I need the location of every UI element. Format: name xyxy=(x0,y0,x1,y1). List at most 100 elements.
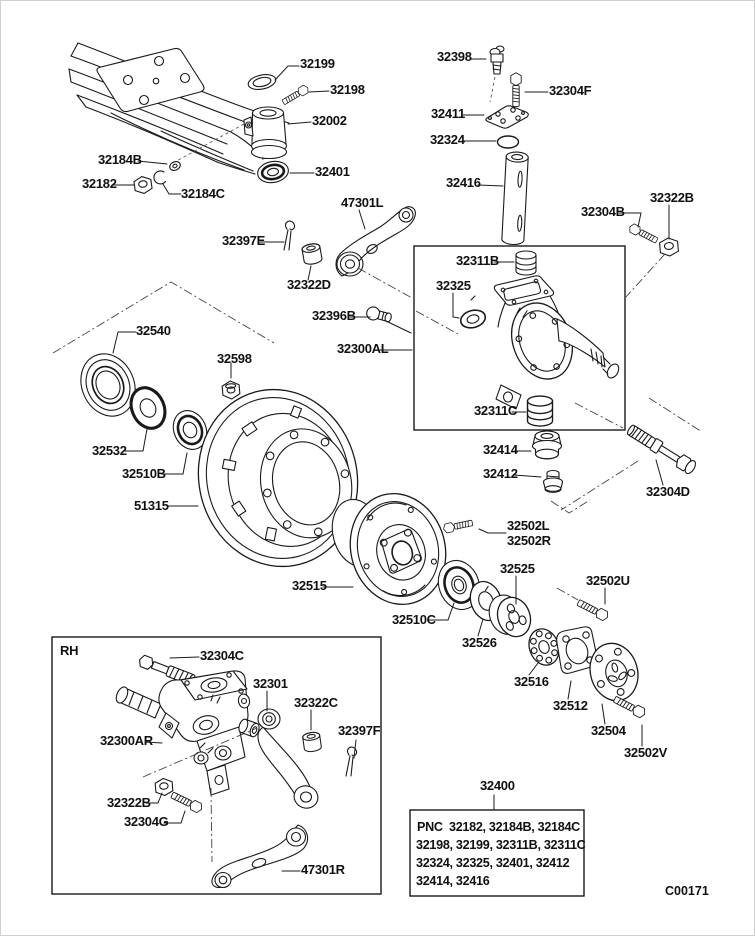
part-32416-tube xyxy=(501,151,529,246)
part-callout: 32504 xyxy=(591,723,626,738)
pnc-numbers-line: 32198, 32199, 32311B, 32311C xyxy=(416,838,586,852)
rh-box-label: RH xyxy=(60,643,79,658)
part-callout: 32322B xyxy=(650,190,694,205)
part-callout: 32411 xyxy=(431,106,465,121)
part-callout: 32396B xyxy=(312,308,356,323)
part-32516-bearing-cage xyxy=(528,628,560,666)
part-callout: 32510C xyxy=(392,612,436,627)
part-32515-backing-plate xyxy=(349,492,447,606)
part-callout: 32182 xyxy=(82,176,117,191)
part-callout: 32324 xyxy=(430,132,465,147)
part-32322D-nut xyxy=(300,242,324,266)
pnc-key-label: PNC xyxy=(417,820,443,834)
part-callout: 51315 xyxy=(134,498,169,513)
part-callout: 32304C xyxy=(200,648,244,663)
part-callout: 32525 xyxy=(500,561,535,576)
part-32322C-nut xyxy=(301,730,323,754)
rh-assembly-box xyxy=(51,636,382,895)
part-callout: 32412 xyxy=(483,466,518,481)
part-32502V-bolt xyxy=(611,694,648,720)
frame-crossmember xyxy=(68,42,290,175)
part-callout: 32311C xyxy=(474,403,518,418)
part-32300AR-steering-gear xyxy=(115,670,251,796)
part-callout: 32304B xyxy=(581,204,625,219)
part-callout: 32184C xyxy=(181,186,225,201)
part-callout: 47301R xyxy=(301,862,345,877)
part-32304B-bolt xyxy=(627,222,660,246)
part-32502L-stud xyxy=(442,517,474,534)
part-47301L-knuckle-arm xyxy=(335,206,416,277)
part-callout: 32304G xyxy=(124,814,169,829)
part-callout: 32184B xyxy=(98,152,142,167)
part-32324-o-ring xyxy=(496,135,520,149)
part-32504-flange xyxy=(589,642,639,702)
part-callout: 32304F xyxy=(549,83,592,98)
part-callout: 32322B xyxy=(107,795,151,810)
part-32304F-bolt xyxy=(510,72,522,107)
part-callout: 47301L xyxy=(341,195,384,210)
part-callout: 32502R xyxy=(507,533,551,548)
part-32311B-cap xyxy=(515,250,537,276)
part-callout: 32502U xyxy=(586,573,630,588)
part-32199-washer xyxy=(247,74,277,90)
part-32414-seal xyxy=(531,430,563,460)
part-callout: 32398 xyxy=(437,49,472,64)
knuckle-assembly-box xyxy=(413,245,626,431)
pnc-numbers-line: 32324, 32325, 32401, 32412 xyxy=(416,856,570,870)
part-callout: 32414 xyxy=(483,442,518,457)
part-32401-seal xyxy=(257,160,289,184)
part-47301R-knuckle-arm xyxy=(211,824,309,889)
part-32412-plug xyxy=(542,469,564,493)
part-32322B-nut xyxy=(659,237,679,257)
part-callout: 32512 xyxy=(553,698,588,713)
assembly-number-label: 32400 xyxy=(480,778,515,793)
part-callout: 32304D xyxy=(646,484,690,499)
part-51315-brake-drum xyxy=(197,388,359,568)
part-32301-pitman-arm xyxy=(238,708,319,809)
part-32325-ring xyxy=(459,309,487,329)
part-32532-washer xyxy=(129,386,167,430)
part-32398-breather xyxy=(489,45,505,75)
part-callout: 32598 xyxy=(217,351,252,366)
part-callout: 32526 xyxy=(462,635,497,650)
part-32411-plate xyxy=(485,105,529,129)
part-callout: 32502L xyxy=(507,518,550,533)
part-32598-nut xyxy=(221,380,241,400)
part-32540-seal xyxy=(80,353,136,417)
pnc-numbers-line: 32414, 32416 xyxy=(416,874,490,888)
part-32525-lock-cage xyxy=(488,594,532,638)
part-callout: 32516 xyxy=(514,674,549,689)
part-callout: 32199 xyxy=(300,56,335,71)
figure-code: C00171 xyxy=(665,884,709,898)
part-callout: 32397E xyxy=(222,233,266,248)
part-callout: 32198 xyxy=(330,82,365,97)
pnc-numbers-line: 32182, 32184B, 32184C xyxy=(449,820,580,834)
part-callout: 32325 xyxy=(436,278,471,293)
part-32198-bolt xyxy=(280,83,311,107)
part-callout: 32322C xyxy=(294,695,338,710)
leader-lines xyxy=(112,58,670,872)
part-32184C-snap-ring xyxy=(153,170,167,185)
part-callout: 32397F xyxy=(338,723,381,738)
part-32396B-grease-fitting xyxy=(366,306,392,323)
part-32510B-bearing xyxy=(172,410,208,450)
part-callout: 32300AL xyxy=(337,341,389,356)
part-32397E-cotter-pin xyxy=(283,220,296,251)
part-callout: 32322D xyxy=(287,277,331,292)
part-32304G-bolt xyxy=(169,789,205,815)
part-callout: 32300AR xyxy=(100,733,153,748)
part-32311C-cap xyxy=(526,395,554,427)
part-callout: 32515 xyxy=(292,578,327,593)
part-32184B-washer xyxy=(169,160,181,172)
part-callout: 32401 xyxy=(315,164,350,179)
part-callout: 32532 xyxy=(92,443,127,458)
part-callout: 32510B xyxy=(122,466,166,481)
part-callout: 32311B xyxy=(456,253,500,268)
part-callout: 32301 xyxy=(253,676,288,691)
part-callout: 32502V xyxy=(624,745,668,760)
part-32304D-bolt xyxy=(626,424,697,475)
part-callout: 32002 xyxy=(312,113,347,128)
part-callout: 32416 xyxy=(446,175,481,190)
